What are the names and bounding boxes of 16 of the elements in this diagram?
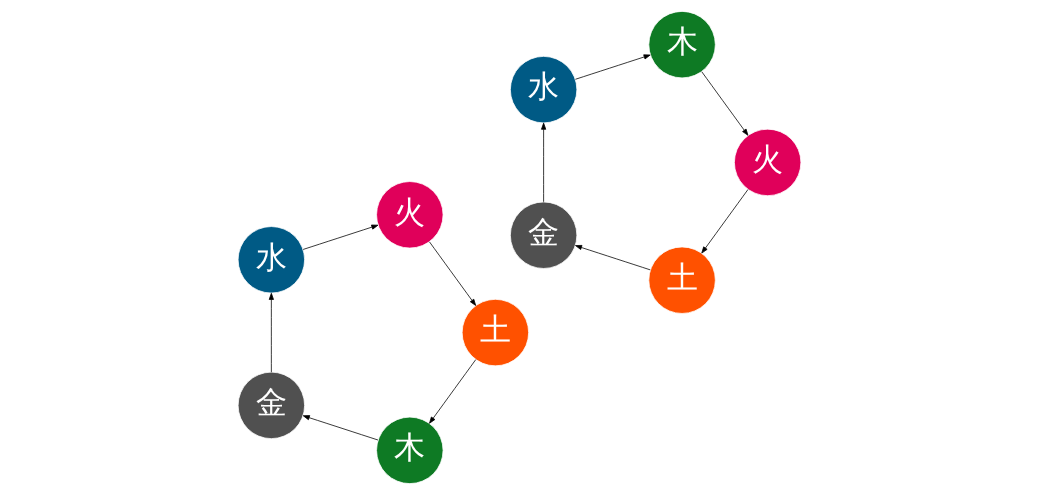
arrow (540, 122, 546, 203)
node-circle: 金 (237, 371, 305, 440)
arrow (302, 415, 378, 441)
arrow (574, 245, 651, 271)
arrow (428, 241, 476, 306)
arrow (302, 224, 378, 250)
node-circle: 木 (647, 11, 716, 79)
arrow (700, 71, 748, 136)
arrow (700, 189, 748, 254)
arrow (428, 359, 476, 424)
node-circle: 水 (509, 56, 577, 124)
node-circle: 火 (375, 181, 443, 249)
arrow (574, 54, 651, 80)
node-circle: 金 (509, 201, 577, 269)
node-circle: 水 (237, 226, 305, 294)
arrow (268, 292, 274, 373)
